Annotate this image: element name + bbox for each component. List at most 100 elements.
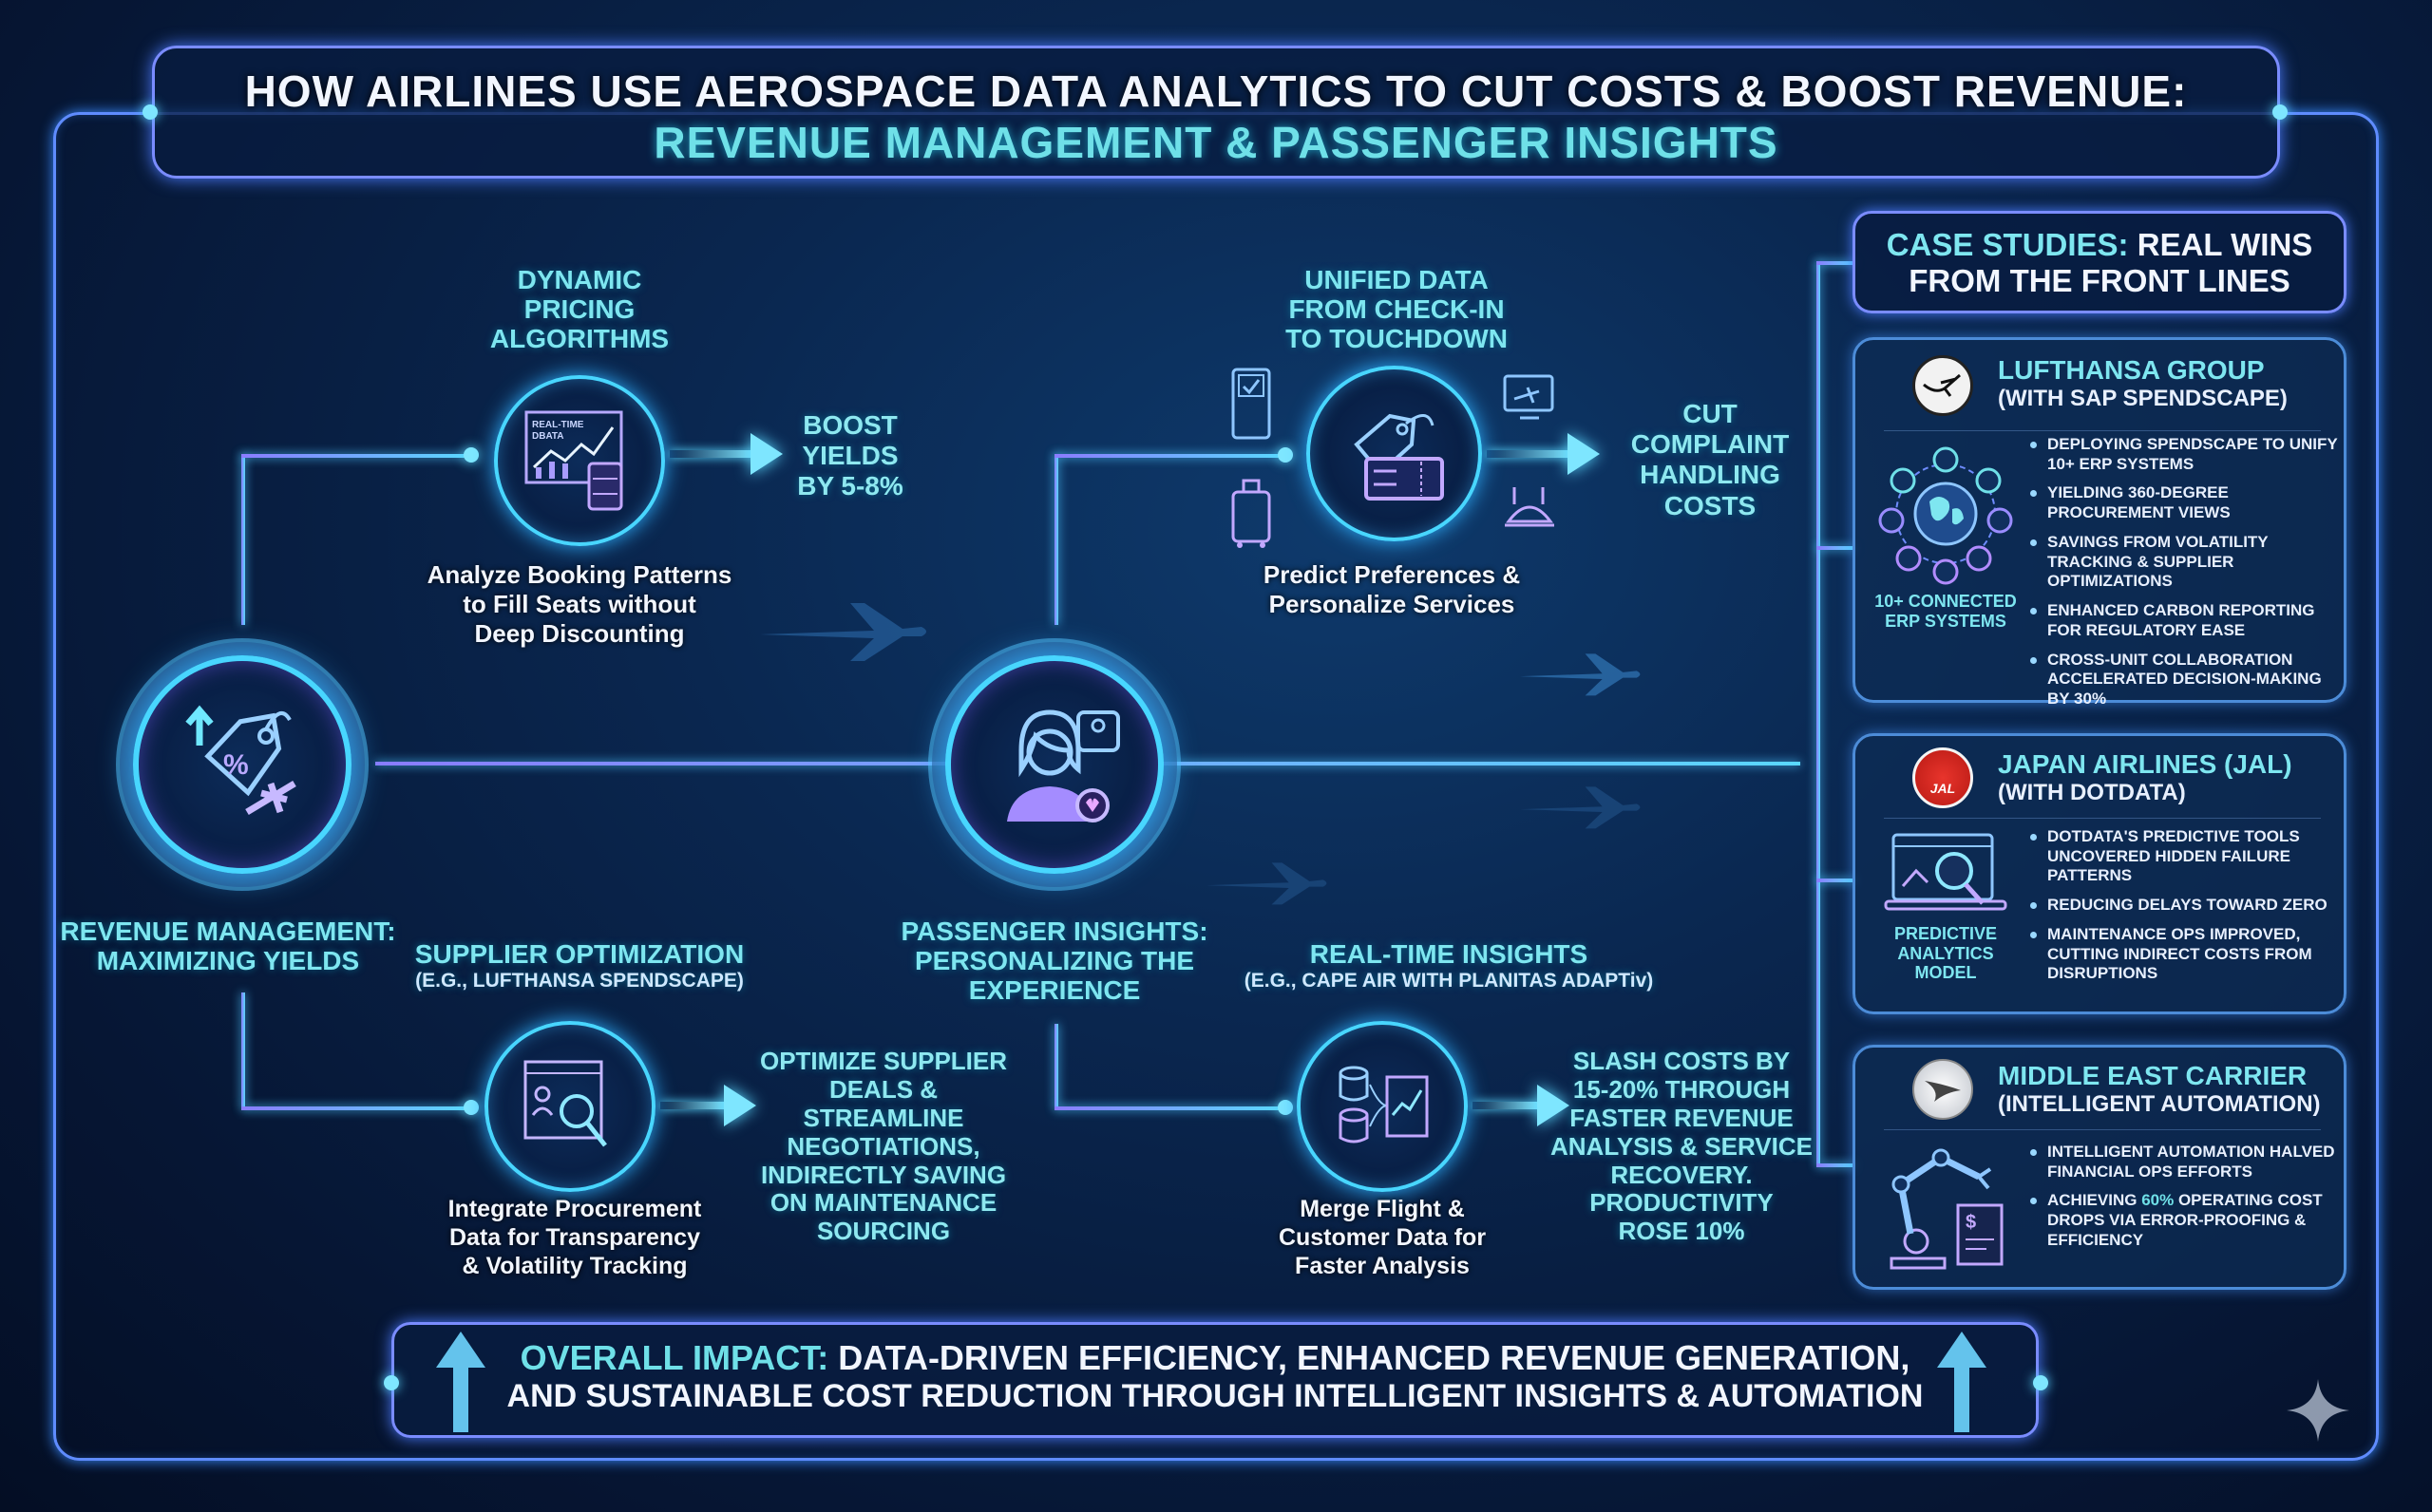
title-right-connector-dot [2272, 104, 2288, 120]
unified-data-node [1306, 366, 1482, 541]
case-card-middle-east: MIDDLE EAST CARRIER (INTELLIGENT AUTOMAT… [1852, 1045, 2346, 1290]
dynamic-pricing-description: Analyze Booking Patterns to Fill Seats w… [408, 560, 750, 650]
result-line: STREAMLINE [803, 1103, 964, 1132]
luggage-tag-boarding-pass-icon [1353, 413, 1444, 501]
result-line: OPTIMIZE SUPPLIER [759, 1047, 1008, 1075]
pi-up-connector [1054, 454, 1058, 625]
bus-to-middle-east [1816, 1163, 1854, 1167]
heading-line: DYNAMIC [517, 265, 642, 294]
subheading-line: (E.G., CAPE AIR WITH PLANITAS ADAPTiv) [1244, 969, 1654, 992]
caption-line: PREDICTIVE [1893, 924, 1998, 943]
connected-erp-globe-icon [1878, 446, 2013, 585]
airplane-silhouette-icon [1520, 653, 1641, 696]
heading-line: FROM CHECK-IN [1288, 293, 1505, 324]
real-time-insights-result: SLASH COSTS BY 15-20% THROUGH FASTER REV… [1539, 1047, 1824, 1246]
rm-down-connector-h [241, 1106, 469, 1110]
arrow-shaft [670, 450, 755, 458]
page-title: HOW AIRLINES USE AEROSPACE DATA ANALYTIC… [244, 66, 2188, 116]
dynamic-pricing-result: BOOST YIELDS BY 5-8% [770, 410, 931, 502]
result-line: BY 5-8% [797, 471, 903, 501]
highlight-value: 60% [2141, 1191, 2175, 1210]
bullet-item: MAINTENANCE OPS IMPROVED, CUTTING INDIRE… [2026, 925, 2340, 984]
case-card-subtitle: (INTELLIGENT AUTOMATION) [1998, 1091, 2321, 1117]
icon-text: REAL-TIME [532, 420, 584, 430]
case-studies-label: CASE STUDIES: [1886, 227, 2129, 262]
result-line: SOURCING [816, 1217, 951, 1246]
connector-dot [1278, 447, 1293, 463]
case-studies-header: CASE STUDIES: REAL WINS FROM THE FRONT L… [1852, 211, 2346, 313]
bullet-item: REDUCING DELAYS TOWARD ZERO [2026, 896, 2340, 916]
desc-line: Personalize Services [1268, 590, 1515, 619]
divider [1884, 818, 2321, 819]
bullet-item: YIELDING 360-DEGREE PROCUREMENT VIEWS [2026, 483, 2340, 522]
predictive-analytics-laptop-icon [1884, 833, 2007, 911]
result-line: NEGOTIATIONS, [787, 1131, 980, 1161]
svg-text:%: % [223, 749, 249, 781]
label-line: REVENUE MANAGEMENT: [60, 917, 396, 946]
real-time-insights-description: Merge Flight & Customer Data for Faster … [1235, 1195, 1530, 1280]
result-line: PRODUCTIVITY [1589, 1188, 1774, 1218]
impact-right-connector-dot [2033, 1375, 2048, 1390]
label-line: MAXIMIZING YIELDS [96, 945, 360, 975]
lufthansa-crane-logo [1912, 355, 1973, 416]
divider [1884, 1129, 2321, 1130]
supplier-optimization-heading: SUPPLIER OPTIMIZATION (E.G., LUFTHANSA S… [408, 939, 750, 992]
unified-data-result: CUT COMPLAINT HANDLING COSTS [1615, 399, 1805, 521]
arrow-shaft [660, 1102, 727, 1109]
label-line: PERSONALIZING THE [914, 945, 1194, 975]
result-line: ON MAINTENANCE [770, 1188, 998, 1218]
bullet-item: DOTDATA'S PREDICTIVE TOOLS UNCOVERED HID… [2026, 827, 2340, 886]
passenger-insights-label: PASSENGER INSIGHTS: PERSONALIZING THE EX… [879, 917, 1230, 1005]
bus-to-jal [1816, 879, 1854, 882]
case-card-jal: JAL JAPAN AIRLINES (JAL) (WITH DOTDATA) … [1852, 733, 2346, 1014]
robotic-arm-invoice-icon: $ [1890, 1148, 2004, 1270]
rm-up-connector [241, 454, 245, 625]
rm-up-connector-h [241, 454, 469, 458]
up-arrow-icon [436, 1332, 485, 1432]
supplier-optimization-node [484, 1021, 656, 1192]
subheading-line: (E.G., LUFTHANSA SPENDSCAPE) [415, 969, 744, 992]
airline-swoosh-logo [1912, 1059, 1973, 1120]
connector-dot [1278, 1100, 1293, 1115]
desc-line: to Fill Seats without [463, 590, 696, 619]
desc-line: Deep Discounting [474, 619, 685, 649]
arrow-right-icon [724, 1085, 756, 1126]
jal-crane-logo: JAL [1912, 747, 1973, 808]
arrow-shaft [1472, 1102, 1539, 1109]
result-line: ANALYSIS & SERVICE [1550, 1131, 1813, 1161]
bullet-item: DEPLOYING SPENDSCAPE TO UNIFY 10+ ERP SY… [2026, 435, 2340, 474]
overall-impact-label: OVERALL IMPACT: [520, 1338, 829, 1377]
pi-down-connector-h [1054, 1106, 1282, 1110]
divider [1884, 430, 2321, 431]
caption-line: MODEL [1914, 963, 1977, 983]
overall-impact-text: DATA-DRIVEN EFFICIENCY, ENHANCED REVENUE… [828, 1338, 1910, 1377]
predictive-caption: PREDICTIVE ANALYTICS MODEL [1865, 924, 2026, 983]
dynamic-pricing-node: REAL-TIME DBATA [494, 375, 665, 546]
result-line: YIELDS [802, 441, 899, 471]
bullet-item: CROSS-UNIT COLLABORATION ACCELERATED DEC… [2026, 651, 2340, 709]
desc-line: Merge Flight & [1300, 1196, 1465, 1222]
caption-line: 10+ CONNECTED [1874, 592, 2017, 611]
caption-line: ANALYTICS [1897, 943, 1994, 963]
bullet-item: SAVINGS FROM VOLATILITY TRACKING & SUPPL… [2026, 533, 2340, 592]
result-line: 15-20% THROUGH [1572, 1074, 1791, 1104]
case-card-subtitle: (WITH SAP SPENDSCAPE) [1998, 386, 2288, 411]
bullet-text: OPERATING COST DROPS VIA ERROR-PROOFING … [2047, 1191, 2323, 1249]
title-banner: HOW AIRLINES USE AEROSPACE DATA ANALYTIC… [152, 46, 2280, 179]
dynamic-pricing-heading: DYNAMIC PRICING ALGORITHMS [446, 265, 712, 353]
result-line: HANDLING [1640, 460, 1780, 490]
real-time-data-chart-icon: REAL-TIME DBATA [524, 410, 623, 511]
arrow-right-icon [750, 433, 783, 475]
real-time-insights-heading: REAL-TIME INSIGHTS (E.G., CAPE AIR WITH … [1197, 939, 1700, 992]
luggage-icon [1231, 479, 1271, 548]
connector-dot [464, 1100, 479, 1115]
icon-text: DBATA [532, 431, 564, 442]
supplier-optimization-result: OPTIMIZE SUPPLIER DEALS & STREAMLINE NEG… [750, 1047, 1016, 1246]
in-flight-entertainment-icon [1503, 374, 1554, 420]
case-card-title: MIDDLE EAST CARRIER [1998, 1061, 2308, 1090]
desc-line: Customer Data for [1278, 1224, 1487, 1251]
middle-east-bullets: INTELLIGENT AUTOMATION HALVED FINANCIAL … [2026, 1143, 2340, 1260]
result-line: COMPLAINT [1630, 429, 1790, 460]
connector-dot [464, 447, 479, 463]
unified-data-description: Predict Preferences & Personalize Servic… [1235, 560, 1548, 619]
